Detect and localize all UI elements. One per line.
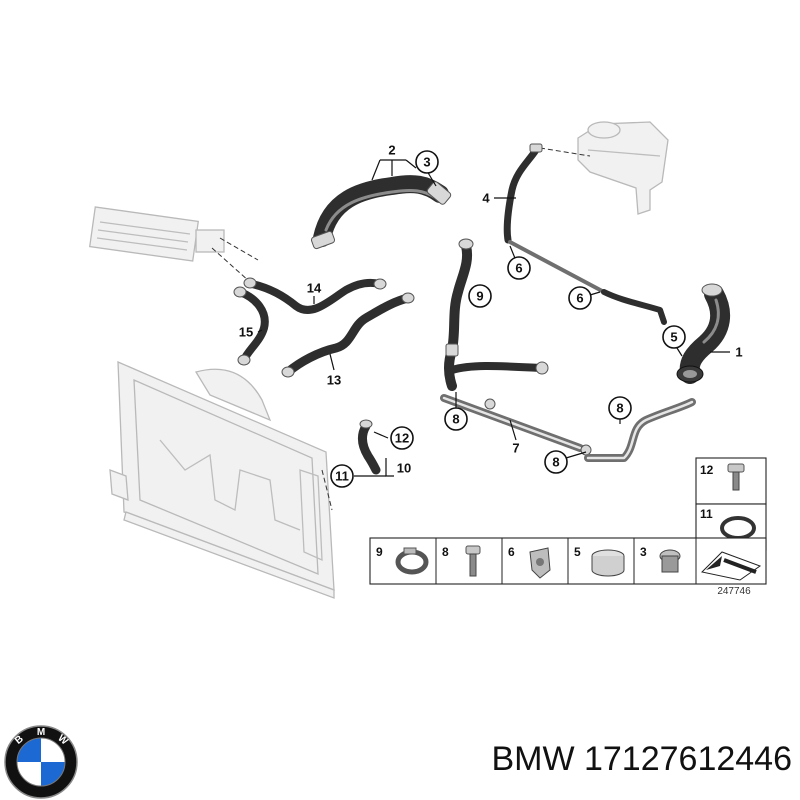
screw-12-icon — [727, 463, 745, 491]
svg-text:6: 6 — [576, 291, 583, 306]
hose-part-2 — [310, 175, 452, 250]
legend-label-5: 5 — [574, 545, 581, 559]
hose-clamp-9-icon — [395, 547, 429, 575]
svg-text:6: 6 — [515, 261, 522, 276]
legend-side: 12 11 — [695, 457, 767, 551]
expansion-tank — [577, 121, 669, 215]
callout-13: 13 — [327, 373, 341, 388]
bolt-8-icon — [465, 545, 481, 577]
legend-label-9: 9 — [376, 545, 383, 559]
callout-12: 12 — [390, 426, 414, 450]
callout-4: 4 — [482, 191, 490, 206]
legend-label-8: 8 — [442, 545, 449, 559]
pipe-part-8 — [584, 398, 696, 462]
svg-text:14: 14 — [307, 281, 322, 296]
radiator — [109, 360, 335, 599]
logo-letter-m: M — [37, 727, 45, 738]
callout-5: 5 — [662, 325, 686, 349]
svg-text:5: 5 — [670, 330, 677, 345]
callout-8c: 8 — [608, 396, 632, 420]
callout-6a: 6 — [507, 256, 531, 280]
callout-15: 15 — [239, 325, 253, 340]
hose-part-9 — [444, 238, 549, 391]
svg-text:7: 7 — [512, 441, 519, 456]
pointer-arrow-icon — [700, 551, 762, 581]
callout-7: 7 — [512, 441, 519, 456]
callout-1: 1 — [735, 345, 742, 360]
part-number-caption: BMW 17127612446 — [491, 740, 792, 778]
svg-text:13: 13 — [327, 373, 341, 388]
hose-part-15 — [233, 286, 269, 366]
callout-14: 14 — [307, 281, 322, 296]
svg-text:2: 2 — [388, 143, 395, 158]
band-clamp-5-icon — [591, 549, 625, 577]
callout-8b: 8 — [544, 450, 568, 474]
hose-part-12 — [357, 419, 381, 475]
callout-3: 3 — [415, 150, 439, 174]
clip-6-icon — [529, 547, 551, 579]
pipe-part-6 — [508, 240, 667, 325]
hose-part-13 — [281, 292, 415, 378]
legend-label-11: 11 — [700, 507, 713, 521]
svg-text:15: 15 — [239, 325, 253, 340]
svg-text:12: 12 — [395, 431, 409, 446]
svg-text:1: 1 — [735, 345, 742, 360]
svg-text:8: 8 — [552, 455, 559, 470]
svg-text:4: 4 — [482, 191, 490, 206]
hose-part-4 — [503, 143, 543, 244]
legend-label-3: 3 — [640, 545, 647, 559]
callout-8a: 8 — [444, 407, 468, 431]
legend-label-12: 12 — [700, 463, 714, 477]
svg-text:11: 11 — [335, 469, 349, 484]
callout-11: 11 — [330, 464, 354, 488]
legend-label-6: 6 — [508, 545, 515, 559]
hose-part-1 — [676, 283, 731, 384]
svg-text:3: 3 — [423, 155, 430, 170]
callout-6b: 6 — [568, 286, 592, 310]
hose-part-14 — [243, 277, 387, 314]
reference-number: 247746 — [717, 586, 751, 597]
plug-3-icon — [659, 549, 681, 573]
callout-9: 9 — [468, 284, 492, 308]
callout-10: 10 — [397, 461, 411, 476]
svg-text:8: 8 — [452, 412, 459, 427]
oil-cooler — [88, 206, 225, 262]
dashed-guides — [211, 147, 591, 511]
legend-bottom: 9 8 6 5 3 — [369, 537, 767, 585]
pipe-part-7 — [440, 394, 592, 456]
svg-text:10: 10 — [397, 461, 411, 476]
svg-text:9: 9 — [476, 289, 483, 304]
bmw-logo: B M W — [4, 725, 78, 799]
callout-2: 2 — [388, 143, 395, 158]
svg-text:8: 8 — [616, 401, 623, 416]
